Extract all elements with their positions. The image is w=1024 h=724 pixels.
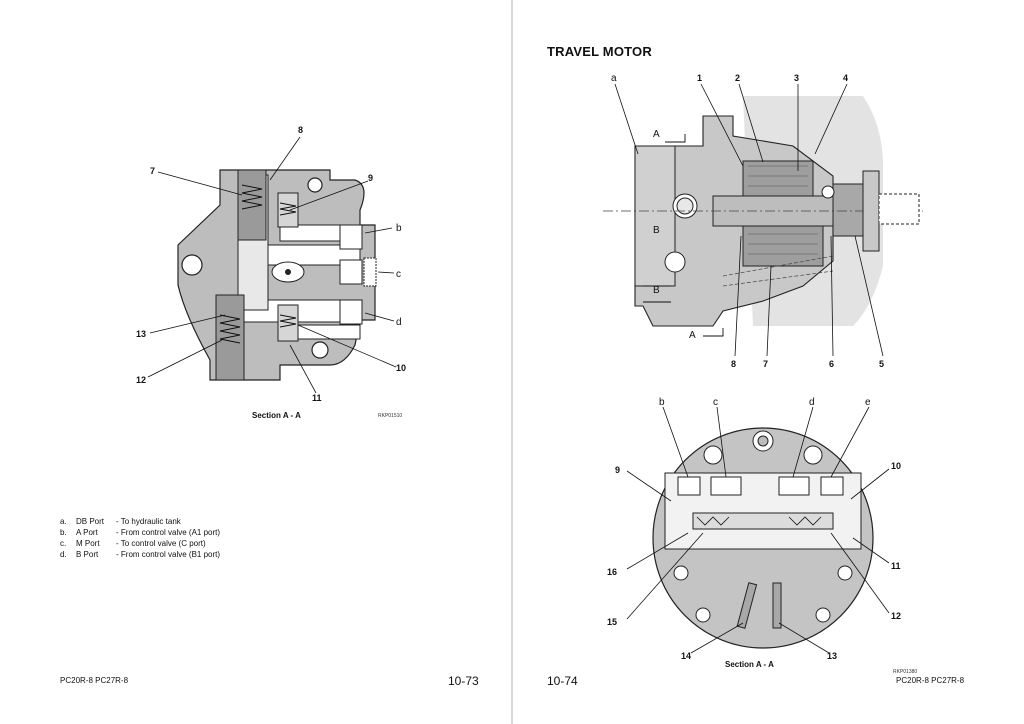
section-mark-b-lower: B xyxy=(653,285,660,296)
label-16: 16 xyxy=(607,567,617,577)
label-c: c xyxy=(713,397,718,408)
label-9: 9 xyxy=(368,173,373,183)
label-d: d xyxy=(396,317,402,328)
legend-row: a. DB Port - To hydraulic tank xyxy=(60,517,181,526)
travel-motor-cross-section: A B B A a 1 2 3 4 8 7 6 5 xyxy=(603,73,923,369)
page-number: 10-73 xyxy=(448,674,479,688)
label-6: 6 xyxy=(829,359,834,369)
label-2: 2 xyxy=(735,73,740,83)
section-mark-a-bottom: A xyxy=(689,330,696,341)
label-9: 9 xyxy=(615,465,620,475)
label-1: 1 xyxy=(697,73,702,83)
section-mark-a-top: A xyxy=(653,129,660,140)
legend-row: b. A Port - From control valve (A1 port) xyxy=(60,528,221,537)
page-gutter xyxy=(511,0,513,724)
label-11: 11 xyxy=(312,393,322,403)
port-legend: a. DB Port - To hydraulic tank b. A Port… xyxy=(60,516,220,560)
legend-row: d. B Port - From control valve (B1 port) xyxy=(60,550,221,559)
left-page: 7 8 9 b c d 13 12 11 10 Section A - A RK… xyxy=(0,0,511,724)
label-14: 14 xyxy=(681,651,691,661)
footer-models: PC20R-8 PC27R-8 xyxy=(896,676,965,685)
label-e: e xyxy=(865,397,871,408)
motor-section-diagram: b c d e 9 10 16 11 15 12 14 13 Section A… xyxy=(607,397,917,675)
label-7: 7 xyxy=(763,359,768,369)
label-13: 13 xyxy=(136,329,146,339)
label-13: 13 xyxy=(827,651,837,661)
label-8: 8 xyxy=(731,359,736,369)
label-c: c xyxy=(396,269,401,280)
label-4: 4 xyxy=(843,73,848,83)
label-15: 15 xyxy=(607,617,617,627)
label-10: 10 xyxy=(891,461,901,471)
drawing-code: RKP01380 xyxy=(893,669,917,675)
label-3: 3 xyxy=(794,73,799,83)
label-10: 10 xyxy=(396,363,406,373)
label-12: 12 xyxy=(891,611,901,621)
label-8: 8 xyxy=(298,125,303,135)
right-page: TRAVEL MOTOR A B B A xyxy=(513,0,1024,724)
section-mark-b-upper: B xyxy=(653,225,660,236)
legend-row: c. M Port - To control valve (C port) xyxy=(60,539,206,548)
footer-models: PC20R-8 PC27R-8 xyxy=(60,676,129,685)
section-caption: Section A - A xyxy=(252,411,301,420)
drawing-code: RKP01510 xyxy=(378,413,402,419)
page-title: TRAVEL MOTOR xyxy=(547,44,652,59)
valve-section-diagram: 7 8 9 b c d 13 12 11 10 Section A - A RK… xyxy=(136,125,406,420)
section-caption: Section A - A xyxy=(725,660,774,669)
label-7: 7 xyxy=(150,166,155,176)
label-b: b xyxy=(396,223,402,234)
label-12: 12 xyxy=(136,375,146,385)
page-number: 10-74 xyxy=(547,674,578,688)
label-5: 5 xyxy=(879,359,884,369)
label-b: b xyxy=(659,397,665,408)
label-11: 11 xyxy=(891,561,901,571)
label-d: d xyxy=(809,397,815,408)
label-a: a xyxy=(611,73,617,84)
